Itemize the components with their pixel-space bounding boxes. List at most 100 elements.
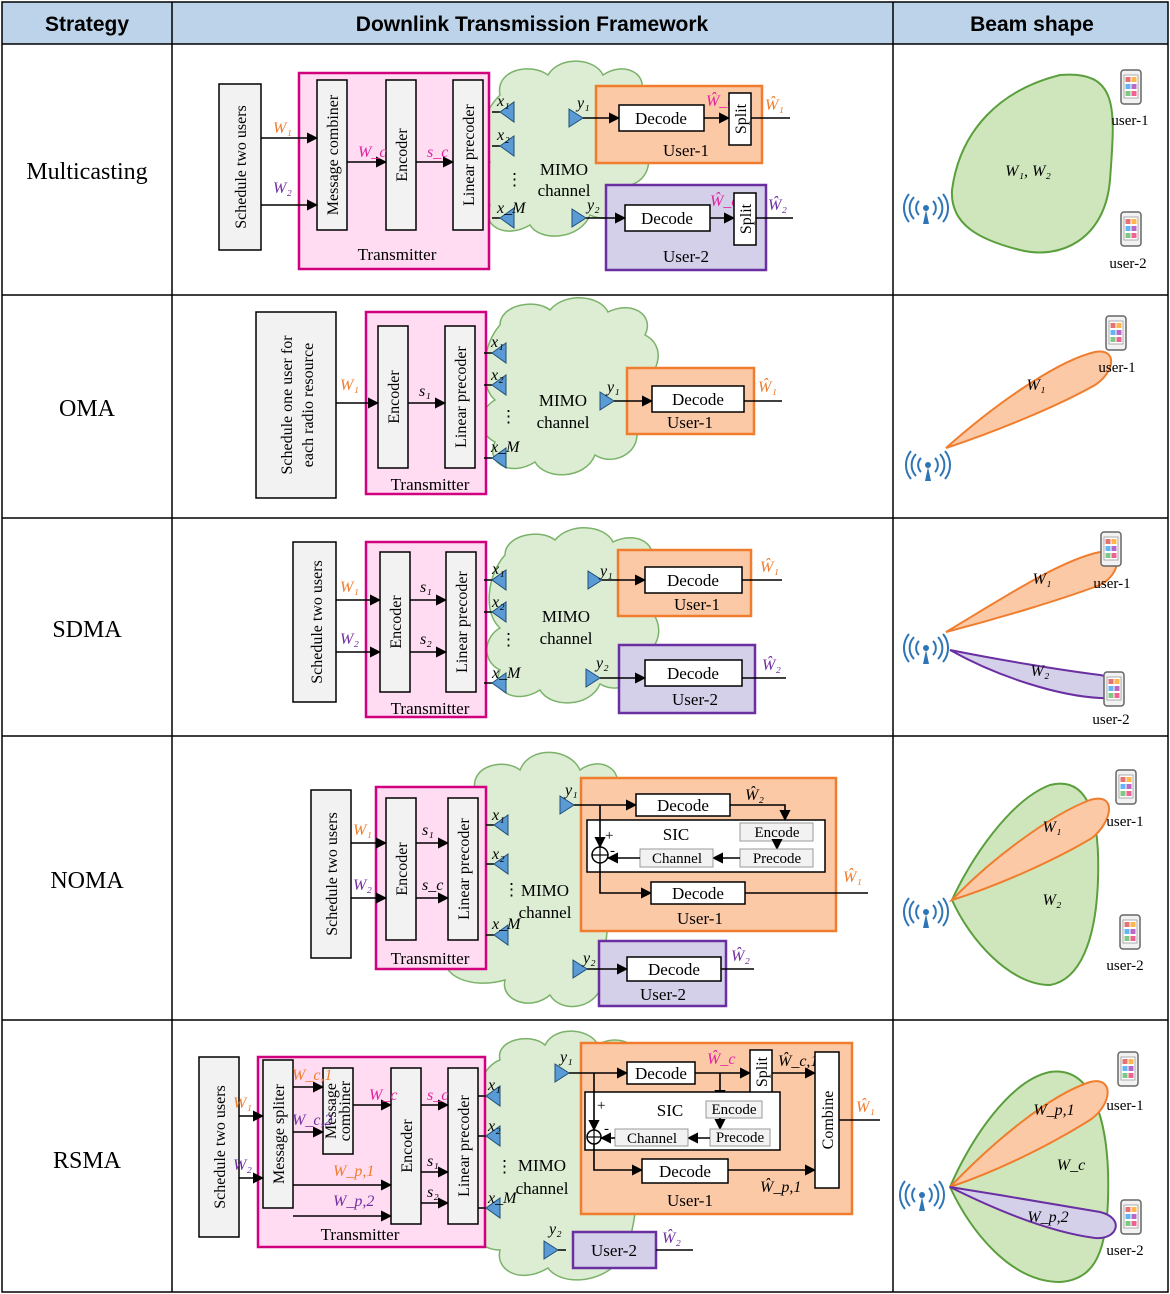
- w2-hat: Ŵ₂: [768, 195, 787, 214]
- transmitter-label: Transmitter: [391, 949, 470, 968]
- decode-label-c: Decode: [635, 1064, 687, 1083]
- x2-label: x₂: [490, 367, 504, 384]
- xm-label: x_M: [491, 665, 522, 682]
- w2-input: W₂: [273, 180, 292, 197]
- message-combiner-box: [322, 1067, 354, 1155]
- s1-signal: s₁: [422, 822, 434, 839]
- schedule-label: Schedule two users: [324, 812, 341, 936]
- noma-framework: Schedule two users Transmitter Encoder L…: [310, 751, 868, 1008]
- oma-framework: Schedule one user for each radio resourc…: [255, 297, 782, 499]
- dots: ⋮: [500, 407, 517, 426]
- user1-label: User-1: [667, 1191, 713, 1210]
- schedule-label-2: each radio resource: [300, 343, 317, 467]
- channel-label: channel: [537, 413, 590, 432]
- decode-label-2: Decode: [641, 209, 693, 228]
- y1-label: y₁: [575, 95, 590, 112]
- transmitter-label: Transmitter: [358, 245, 437, 264]
- w1-hat: Ŵ₁: [760, 557, 779, 576]
- sc-signal: s_c: [422, 877, 443, 894]
- split-box: [728, 92, 752, 146]
- wc-hat-2: Ŵ_c: [710, 191, 738, 210]
- combine-label: Combine: [820, 1091, 837, 1150]
- y2-label: y₂: [547, 1221, 562, 1238]
- x1-label: x₁: [491, 807, 505, 824]
- encoder-box: [379, 551, 411, 693]
- beam-label-w2: W₂: [1043, 892, 1062, 909]
- x2-label: x₂: [491, 594, 505, 611]
- message-combiner-box: [316, 79, 348, 231]
- xm-label: x_M: [487, 1190, 518, 1207]
- y1-label: y₁: [563, 782, 578, 799]
- sic-label: SIC: [663, 825, 689, 844]
- w2-hat-inner: Ŵ₂: [745, 785, 764, 804]
- split-label: Split: [733, 103, 750, 134]
- wc2-signal: W_c,2: [292, 1112, 332, 1129]
- precoder-box: [447, 797, 479, 941]
- w1-hat: Ŵ₁: [856, 1097, 875, 1116]
- schedule-box: [218, 83, 262, 251]
- phone-icon-user2: [1119, 914, 1141, 950]
- encoder-label: Encoder: [394, 128, 411, 182]
- transmitter-label: Transmitter: [391, 699, 470, 718]
- wp1-hat: Ŵ_p,1: [760, 1177, 801, 1196]
- channel-label: channel: [519, 903, 572, 922]
- encoder-label: Encoder: [386, 370, 403, 424]
- schedule-label: Schedule two users: [309, 560, 326, 684]
- decode-box-2: [644, 659, 743, 687]
- channel-box-label: Channel: [652, 851, 702, 867]
- beam-label-wp2: W_p,2: [1027, 1209, 1068, 1226]
- w2-input: W₂: [340, 631, 359, 648]
- decode-box-2: [626, 956, 722, 982]
- y2-label: y₂: [585, 197, 600, 214]
- user2-label: User-2: [672, 690, 718, 709]
- strategy-multicasting: Multicasting: [26, 159, 147, 185]
- base-station-icon: [902, 897, 950, 929]
- sdma-framework: Schedule two users Transmitter Encoder L…: [292, 527, 786, 719]
- s2-signal: s₂: [427, 1184, 439, 1201]
- minus-sign: -: [604, 1121, 609, 1137]
- wc-signal: W_c: [358, 144, 386, 161]
- user1-label: User-1: [674, 595, 720, 614]
- split-label-2: Split: [738, 203, 755, 234]
- beam-label-w2: W₂: [1031, 663, 1050, 680]
- encoder-label: Encoder: [399, 1119, 416, 1173]
- message-combiner-label-1: Message: [323, 1083, 340, 1139]
- phone-icon-user2: [1120, 1199, 1142, 1235]
- beam-label-w1: W₁: [1043, 819, 1062, 836]
- mimo-label: MIMO: [518, 1156, 566, 1175]
- encoder-box: [385, 797, 417, 941]
- header-framework: Downlink Transmission Framework: [356, 13, 709, 36]
- x1-label: x₁: [491, 561, 505, 578]
- w2-hat: Ŵ₂: [762, 655, 781, 674]
- decode-label-2: Decode: [667, 664, 719, 683]
- beam-wp2: [949, 1186, 1117, 1240]
- w1-input: W₁: [340, 579, 359, 596]
- channel-label: channel: [538, 181, 591, 200]
- wp1-signal: W_p,1: [333, 1163, 374, 1180]
- mimo-label: MIMO: [542, 607, 590, 626]
- phone-icon-user1: [1105, 315, 1127, 351]
- wp2-signal: W_p,2: [333, 1193, 374, 1210]
- schedule-box: [198, 1056, 240, 1238]
- phone-icon-user1: [1120, 69, 1142, 105]
- user1-beam-label: user-1: [1098, 360, 1135, 376]
- encoder-label: Encoder: [388, 595, 405, 649]
- user1-label: User-1: [677, 909, 723, 928]
- encode-label: Encode: [755, 825, 800, 841]
- w1-hat: Ŵ₁: [843, 867, 862, 886]
- xm-label: x_M: [491, 916, 522, 933]
- encode-box: [705, 1100, 763, 1119]
- beam-common: [950, 73, 1114, 254]
- transmitter-label: Transmitter: [321, 1225, 400, 1244]
- phone-icon-user1: [1100, 531, 1122, 567]
- plus-sign: +: [597, 1098, 605, 1114]
- message-combiner-label: Message combiner: [325, 94, 342, 215]
- x2-label: x₂: [487, 1118, 501, 1135]
- minus-sign: -: [610, 843, 615, 859]
- beam-label-w1: W₁: [1027, 377, 1046, 394]
- wc-hat: Ŵ_c: [707, 1049, 735, 1068]
- s1-signal: s₁: [419, 383, 431, 400]
- wc-hat: Ŵ_c: [706, 91, 734, 110]
- w1-hat: Ŵ₁: [765, 95, 784, 114]
